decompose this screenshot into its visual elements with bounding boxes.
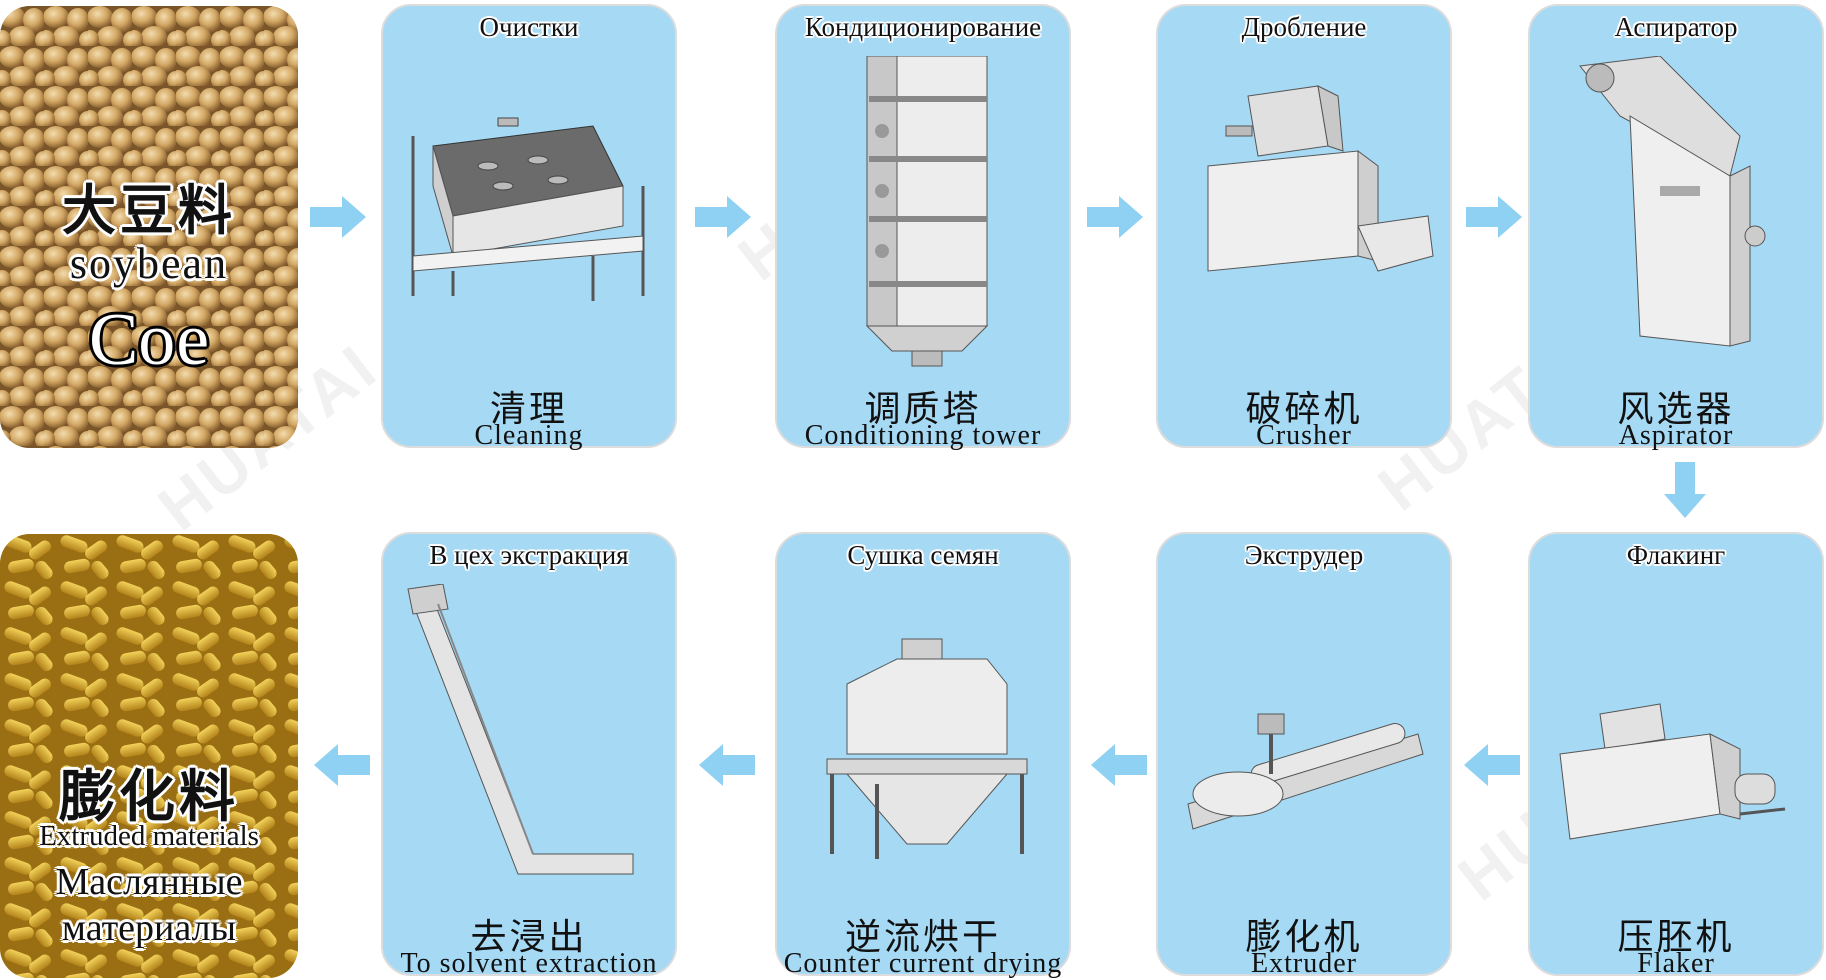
step-zh-label: 压胚机 [1617,917,1735,958]
step-card-dryer: Сушка семян 逆流烘干 Counter current drying [775,532,1071,979]
extruded-zh-label: 膨化料 [59,765,239,830]
flaker-icon [1559,703,1786,840]
soybean-ru-label: Сое [88,299,210,381]
step-ru-label: Сушка семян [847,540,999,570]
step-card-extruder: Экструдер 膨化机 Extruder [1156,532,1452,979]
step-card-extraction: В цех экстракция 去浸出 To solvent extracti… [381,532,677,979]
step-ru-label: Дробление [1241,12,1367,42]
soybean-tile: 大豆料 soybean Сое [0,6,298,448]
step-en-label: Flaker [1637,948,1715,979]
step-card-flaker: Флакинг 压胚机 Flaker [1528,532,1824,979]
step-en-label: Cleaning [474,420,584,451]
step-zh-label: 破碎机 [1245,389,1363,430]
aspirator-icon [1579,56,1766,347]
cleaning-screen-icon [411,117,645,301]
step-en-label: Counter current drying [783,948,1063,979]
arrow-left-icon [699,744,755,786]
step-zh-label: 风选器 [1617,389,1735,430]
extruded-ru-label-1: Маслянные [55,861,243,903]
step-en-label: Conditioning tower [804,420,1042,451]
step-ru-label: Очистки [479,12,579,42]
soybean-texture-icon [0,6,298,448]
step-ru-label: В цех экстракция [429,540,629,570]
extruded-texture-icon [0,534,298,978]
arrow-down-icon [1664,462,1706,518]
arrow-left-icon [1091,744,1147,786]
extruded-materials-tile: 膨化料 Extruded materials Маслянные материа… [0,534,298,978]
arrow-left-icon [1464,744,1520,786]
step-card-aspirator: Аспиратор 风选器 Aspirator [1528,4,1824,451]
step-ru-label: Флакинг [1626,540,1726,570]
step-ru-label: Кондиционирование [804,12,1042,42]
step-en-label: Crusher [1256,420,1352,451]
step-en-label: Extruder [1251,948,1357,979]
counter-flow-dryer-icon [826,638,1028,859]
arrow-right-icon [310,196,366,238]
step-en-label: Aspirator [1618,420,1734,451]
arrow-right-icon [1087,196,1143,238]
extruded-en-label: Extruded materials [39,820,259,852]
step-zh-label: 调质塔 [864,389,982,430]
step-zh-label: 去浸出 [470,917,588,958]
step-card-crusher: Дробление 破碎机 Crusher [1156,4,1452,451]
arrow-right-icon [695,196,751,238]
step-card-conditioning: Кондиционирование 调质塔 Conditioning tower [775,4,1071,451]
soybean-en-label: soybean [69,239,229,288]
conditioning-tower-icon [865,56,989,367]
soybean-zh-label: 大豆料 [62,179,236,242]
arrow-right-icon [1466,196,1522,238]
step-zh-label: 逆流烘干 [844,917,1001,958]
crusher-icon [1207,85,1434,272]
step-card-cleaning: Очистки 清理 Cleaning [381,4,677,451]
step-en-label: To solvent extraction [400,948,658,979]
conveyor-icon [407,584,634,875]
arrow-left-icon [314,744,370,786]
extruder-icon [1187,713,1424,830]
step-zh-label: 膨化机 [1245,917,1363,958]
step-ru-label: Экструдер [1244,540,1364,570]
step-ru-label: Аспиратор [1614,12,1738,42]
step-zh-label: 清理 [489,389,568,430]
extruded-ru-label-2: материалы [61,907,237,949]
